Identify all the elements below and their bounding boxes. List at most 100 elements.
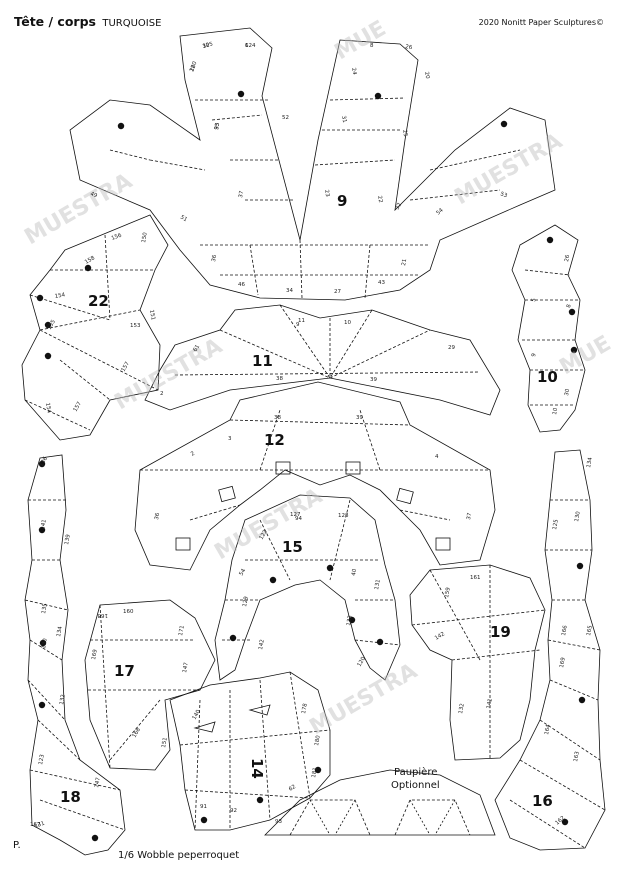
tab-number: 62 bbox=[288, 784, 297, 793]
tab-number: 131 bbox=[34, 821, 46, 830]
tab-number: 8 bbox=[566, 303, 573, 308]
tab-number: 157 bbox=[121, 360, 132, 373]
tab-number: 132 bbox=[458, 703, 466, 714]
tab-number: 36 bbox=[211, 254, 218, 262]
tab-number: 162 bbox=[554, 815, 566, 826]
piece-number-18: 18 bbox=[60, 788, 81, 806]
piece-number-19: 19 bbox=[490, 623, 511, 641]
tab-number: 6 bbox=[245, 43, 249, 49]
eyelid-label-line1: Paupière bbox=[394, 766, 437, 778]
tab-number: 93 bbox=[214, 122, 221, 130]
tab-number: 26 bbox=[405, 44, 413, 51]
tab-number: 151 bbox=[161, 737, 169, 748]
tab-number: 30 bbox=[202, 42, 211, 50]
piece-9 bbox=[69, 27, 556, 301]
tab-number: 158 bbox=[84, 255, 97, 266]
tab-number: 38 bbox=[274, 415, 281, 421]
tab-number: 141 bbox=[40, 519, 48, 530]
tab-number: 21 bbox=[401, 258, 408, 266]
tab-number: 135 bbox=[41, 602, 49, 614]
tab-number: 20 bbox=[423, 71, 430, 79]
tab-number: 53 bbox=[499, 191, 508, 199]
watermark-7: MUESTRA bbox=[451, 129, 567, 210]
tab-number: 128 bbox=[338, 513, 349, 519]
piece-19 bbox=[409, 564, 546, 761]
tab-number: 43 bbox=[378, 280, 385, 286]
page-mark: P. bbox=[13, 840, 21, 851]
tab-number: 9 bbox=[296, 322, 300, 328]
watermark-6: MUE bbox=[556, 331, 616, 380]
piece-22 bbox=[21, 214, 169, 441]
tab-number: 30 bbox=[564, 388, 571, 396]
tab-number: 153 bbox=[130, 323, 141, 329]
tab-number: 27 bbox=[334, 289, 341, 295]
tab-number: 34 bbox=[286, 288, 293, 294]
tab-number: 125 bbox=[552, 518, 560, 530]
tab-number: 120 bbox=[357, 655, 368, 668]
tab-number: 157 bbox=[73, 400, 84, 413]
tab-number: 9 bbox=[531, 352, 538, 357]
tab-number: 51 bbox=[179, 215, 188, 224]
tab-number: 46 bbox=[238, 282, 245, 288]
tab-number: 142 bbox=[258, 639, 266, 650]
tab-number: 122 bbox=[259, 529, 269, 541]
watermarks: MUESTRA MUE MUESTRA MUESTRA MUESTRA MUE … bbox=[21, 16, 616, 740]
tab-number: 25 bbox=[401, 129, 408, 137]
tab-number: 37 bbox=[238, 190, 245, 198]
piece-18 bbox=[24, 454, 126, 856]
tab-number: 35 bbox=[214, 122, 221, 130]
tab-number: 26 bbox=[564, 254, 571, 262]
tab-number: 161 bbox=[470, 575, 481, 581]
piece-number-14: 14 bbox=[248, 758, 266, 779]
tab-number: 92 bbox=[230, 808, 237, 814]
tab-number: 124 bbox=[245, 43, 256, 49]
piece-labels: 9 22 11 10 12 15 17 19 14 18 16 bbox=[60, 192, 558, 810]
piece-number-22: 22 bbox=[88, 292, 109, 310]
tab-number: 132 bbox=[59, 694, 67, 705]
tab-number: 131 bbox=[374, 579, 382, 590]
eyelid-label-line2: Optionnel bbox=[391, 780, 440, 791]
tab-number: 168 bbox=[132, 726, 143, 739]
tab-number: 165 bbox=[586, 624, 594, 636]
tab-number: 154 bbox=[44, 402, 52, 414]
tab-number: 3 bbox=[228, 436, 232, 442]
piece-11 bbox=[144, 304, 501, 416]
tab-number: 133 bbox=[346, 614, 354, 626]
watermark-2: MUE bbox=[331, 16, 391, 65]
tab-number: 61 bbox=[193, 344, 202, 353]
tab-number: 150 bbox=[141, 231, 149, 243]
tab-number: 91 bbox=[200, 804, 207, 810]
tab-number: 166 bbox=[561, 624, 569, 636]
piece-15 bbox=[214, 494, 401, 681]
tab-number: 29 bbox=[448, 345, 455, 351]
watermark-5: MUESTRA bbox=[306, 659, 422, 740]
tab-number: 171 bbox=[178, 625, 186, 636]
tab-number: 169 bbox=[559, 656, 567, 668]
tab-number: 93 bbox=[275, 819, 282, 825]
tab-number: 11 bbox=[298, 318, 305, 324]
tab-number: 169 bbox=[91, 648, 99, 660]
tab-number: 154 bbox=[54, 292, 66, 300]
tab-number: 164 bbox=[544, 723, 552, 735]
tab-number: 130 bbox=[41, 637, 49, 649]
tab-number: 54 bbox=[435, 207, 445, 216]
piece-16 bbox=[494, 449, 606, 851]
tab-number: 52 bbox=[282, 115, 289, 121]
tab-number: 167 bbox=[30, 822, 41, 828]
piece-10 bbox=[511, 224, 586, 433]
title-text: Tête / corps bbox=[14, 14, 96, 29]
piece-14 bbox=[169, 671, 331, 831]
tab-number: 139 bbox=[64, 533, 72, 545]
tab-number: 31 bbox=[340, 115, 347, 123]
tab-number: 156 bbox=[111, 232, 123, 241]
eye-dots bbox=[36, 90, 586, 842]
piece-number-9: 9 bbox=[337, 192, 347, 210]
tab-number: 4 bbox=[435, 454, 439, 460]
tab-number: 54 bbox=[239, 568, 248, 577]
tab-number: 123 bbox=[38, 753, 46, 765]
tab-number: 49 bbox=[89, 191, 98, 199]
tab-number: 181 bbox=[311, 767, 319, 778]
tab-number: 37 bbox=[466, 512, 473, 520]
piece-number-17: 17 bbox=[114, 662, 135, 680]
